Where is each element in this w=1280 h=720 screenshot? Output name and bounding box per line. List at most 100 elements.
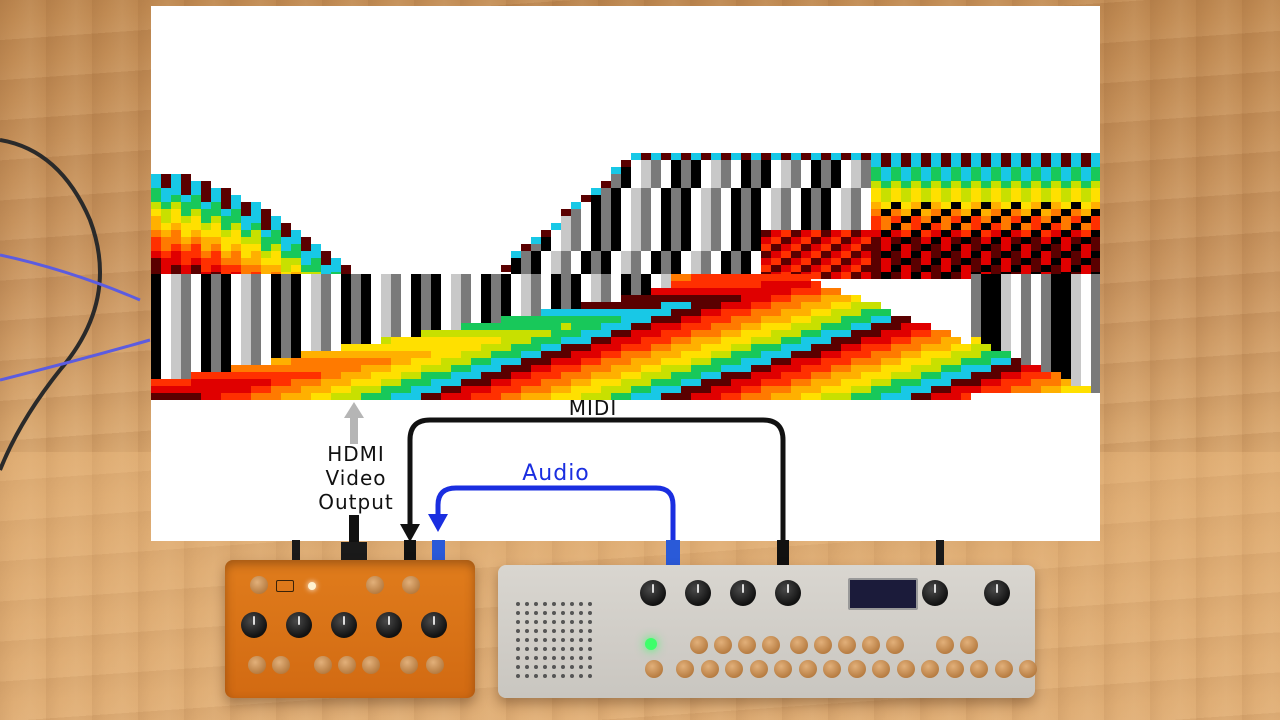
key-button[interactable] (896, 660, 915, 678)
wave-pixel (941, 251, 951, 258)
wave-pixel (471, 274, 481, 281)
wave-pixel (931, 258, 941, 265)
key-button[interactable] (872, 660, 890, 678)
knob-5[interactable] (922, 580, 948, 606)
key-button[interactable] (690, 636, 708, 654)
wave-pixel (201, 274, 211, 281)
wave-pixel (1091, 330, 1100, 337)
knob-5[interactable] (421, 612, 447, 638)
key-button[interactable] (823, 660, 841, 678)
wave-pixel (911, 153, 921, 160)
knob-3[interactable] (730, 580, 756, 606)
knob-4[interactable] (775, 580, 801, 606)
wave-pixel (581, 209, 591, 216)
knob-4[interactable] (376, 612, 402, 638)
device-button[interactable] (366, 576, 384, 594)
key-button[interactable] (970, 660, 988, 678)
device-button[interactable] (248, 656, 266, 674)
wave-pixel (501, 281, 511, 288)
key-button[interactable] (936, 636, 954, 654)
key-button[interactable] (790, 636, 808, 654)
wave-pixel (461, 323, 471, 330)
key-button[interactable] (714, 636, 732, 654)
key-button[interactable] (700, 660, 719, 678)
wave-pixel (431, 358, 441, 365)
key-button[interactable] (738, 636, 756, 654)
key-button[interactable] (814, 636, 832, 654)
key-button[interactable] (886, 636, 904, 654)
key-button[interactable] (725, 660, 743, 678)
device-button[interactable] (314, 656, 332, 674)
device-button[interactable] (402, 576, 420, 594)
wave-pixel (981, 160, 991, 167)
device-button[interactable] (272, 656, 290, 674)
key-button[interactable] (749, 660, 768, 678)
knob-2[interactable] (685, 580, 711, 606)
knob-1[interactable] (241, 612, 267, 638)
wave-pixel (331, 274, 341, 281)
key-button[interactable] (645, 660, 663, 678)
wave-pixel (571, 274, 581, 281)
wave-pixel (271, 237, 281, 244)
key-button[interactable] (838, 636, 856, 654)
key-button[interactable] (945, 660, 964, 678)
volume-knob[interactable] (984, 580, 1010, 606)
wave-pixel (681, 295, 691, 302)
key-button[interactable] (960, 636, 978, 654)
device-button[interactable] (338, 656, 356, 674)
device-button[interactable] (250, 576, 268, 594)
device-button[interactable] (426, 656, 444, 674)
knob-3[interactable] (331, 612, 357, 638)
wave-pixel (1001, 309, 1011, 316)
wave-pixel (611, 316, 621, 323)
wave-pixel (171, 216, 181, 223)
knob-1[interactable] (640, 580, 666, 606)
wave-pixel (611, 323, 621, 330)
wave-pixel (621, 216, 631, 223)
wave-pixel (671, 258, 681, 265)
wave-pixel (881, 195, 891, 202)
wave-pixel (691, 295, 701, 302)
wave-pixel (841, 160, 851, 167)
key-button[interactable] (676, 660, 694, 678)
wave-pixel (1011, 202, 1021, 209)
wave-pixel (321, 281, 331, 288)
wave-pixel (981, 230, 991, 237)
key-button[interactable] (847, 660, 866, 678)
wave-pixel (381, 358, 391, 365)
wave-pixel (601, 216, 611, 223)
key-button[interactable] (1019, 660, 1037, 678)
wave-pixel (271, 244, 281, 251)
wave-pixel (801, 202, 811, 209)
key-button[interactable] (994, 660, 1013, 678)
wave-pixel (181, 365, 191, 372)
key-button[interactable] (862, 636, 880, 654)
speaker-hole (579, 629, 583, 633)
wave-pixel (1061, 258, 1071, 265)
wave-pixel (731, 379, 741, 386)
wave-pixel (661, 386, 671, 393)
wave-pixel (811, 372, 821, 379)
wave-pixel (651, 265, 661, 272)
key-button[interactable] (798, 660, 817, 678)
knob-2[interactable] (286, 612, 312, 638)
wave-pixel (631, 344, 641, 351)
speaker-hole (552, 620, 556, 624)
wave-pixel (571, 309, 581, 316)
wave-pixel (341, 344, 351, 351)
wave-pixel (281, 330, 291, 337)
wave-pixel (1051, 337, 1061, 344)
wave-pixel (671, 295, 681, 302)
device-button[interactable] (362, 656, 380, 674)
key-button[interactable] (762, 636, 780, 654)
device-button[interactable] (400, 656, 418, 674)
wave-pixel (161, 281, 171, 288)
wave-pixel (641, 209, 651, 216)
key-button[interactable] (774, 660, 792, 678)
wave-pixel (931, 372, 941, 379)
key-button[interactable] (921, 660, 939, 678)
wave-pixel (851, 216, 861, 223)
wave-pixel (361, 274, 371, 281)
wave-pixel (841, 372, 851, 379)
wave-pixel (261, 330, 271, 337)
